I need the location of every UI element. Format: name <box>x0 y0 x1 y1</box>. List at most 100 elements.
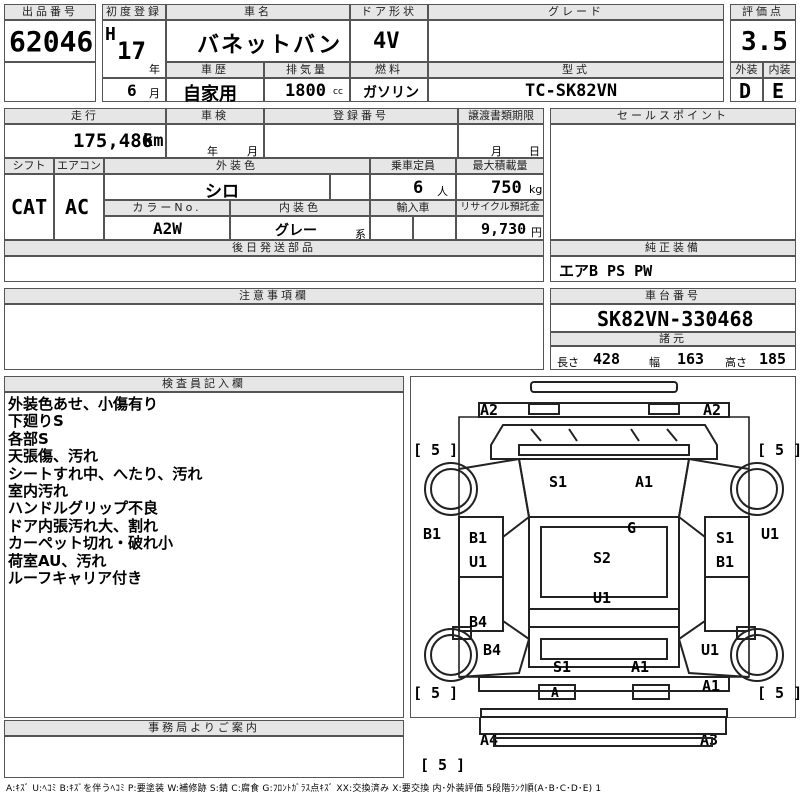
max-load-label: 最大積載量 <box>456 158 544 174</box>
mark-rl-door-2: B4 <box>483 641 502 659</box>
mark-rl-door-1: B4 <box>469 613 488 631</box>
inspector-box <box>4 392 404 718</box>
model-name-box: バネットバン <box>166 20 350 62</box>
mileage: 175,486 <box>73 130 154 152</box>
remark-line: シートすれ中、へたり、汚れ <box>8 464 203 483</box>
fuel: ガソリン <box>363 85 419 101</box>
specs-label: 諸元 <box>550 332 796 346</box>
plate-label: 登録番号 <box>264 108 458 124</box>
interior-color-box: グレー 系 <box>230 216 370 241</box>
mark-front-right: A2 <box>703 401 722 419</box>
mark-back-right: A1 <box>631 658 650 676</box>
interior-grade-box: E <box>763 78 796 103</box>
length-label: 長さ <box>557 356 579 369</box>
width: 163 <box>677 350 705 368</box>
mark-fl-door-1: B1 <box>469 529 488 547</box>
sales-point-box <box>550 124 796 240</box>
lot-no-label: 出品番号 <box>4 4 96 20</box>
door-type: 4V <box>373 29 400 54</box>
model-code: TC-SK82VN <box>525 81 618 101</box>
mark-fr-door-2: B1 <box>716 553 735 571</box>
lot-no: 62046 <box>9 25 94 58</box>
transfer-day-unit: 日 <box>529 145 540 158</box>
import-box-1 <box>370 216 413 240</box>
aircon: AC <box>65 195 90 219</box>
height-label: 高さ <box>725 356 747 369</box>
mark-fr-door-1: S1 <box>716 529 735 547</box>
transfer-box: 月 日 <box>458 124 544 158</box>
remark-line: ハンドルグリップ不良 <box>8 499 159 518</box>
remark-line: 外装色あせ、小傷有り <box>8 395 159 413</box>
capacity: 6 <box>413 178 424 198</box>
mark-hood-left: S1 <box>549 473 568 491</box>
equipment-label: 純正装備 <box>550 240 796 256</box>
interior-color: グレー <box>275 223 317 239</box>
transfer-label: 譲渡書類期限 <box>458 108 544 124</box>
first-reg-month: 6 <box>127 81 137 100</box>
month-unit: 月 <box>149 87 160 100</box>
first-reg-label: 初度登録 <box>102 4 166 20</box>
exterior-grade: D <box>739 79 752 103</box>
remark-line: ドア内張汚れ大、割れ <box>8 516 159 535</box>
interior-grade: E <box>772 79 785 103</box>
mileage-unit: km <box>143 131 164 151</box>
model-name: バネットバン <box>197 33 343 58</box>
year-unit: 年 <box>149 63 160 76</box>
exterior-label: 外装 <box>730 62 763 78</box>
sales-point-label: セールスポイント <box>550 108 796 124</box>
tire-fl-depth: [ 5 ] <box>413 441 459 459</box>
shift-label: シフト <box>4 158 54 174</box>
mark-roof-center: S2 <box>593 549 612 567</box>
grade-label: グレード <box>428 4 724 20</box>
history-box: 自家用 <box>166 78 264 105</box>
door-box: 4V <box>350 20 428 62</box>
mark-front-left: A2 <box>480 401 499 419</box>
inspector-label: 検査員記入欄 <box>4 376 404 392</box>
remark-line: 室内汚れ <box>8 482 69 501</box>
mark-back-left: S1 <box>553 658 572 676</box>
recycle-label: リサイクル預託金 <box>456 200 544 216</box>
remark-line: 天張傷、汚れ <box>8 447 99 466</box>
chassis-box: SK82VN-330468 <box>550 304 796 332</box>
aircon-label: エアコン <box>54 158 104 174</box>
plate-box <box>264 124 458 158</box>
capacity-label: 乗車定員 <box>370 158 456 174</box>
tire-rl-depth: [ 5 ] <box>413 684 459 702</box>
fuel-box: ガソリン <box>350 78 428 102</box>
notes-label: 注意事項欄 <box>4 288 544 304</box>
office-box <box>4 736 404 778</box>
inspection-month-unit: 月 <box>247 145 258 158</box>
equipment-box: エアB PS PW <box>550 256 796 282</box>
door-label: ドア形状 <box>350 4 428 20</box>
model-code-label: 型式 <box>428 62 724 78</box>
interior-label: 内装 <box>763 62 796 78</box>
mark-rear-right: A1 <box>702 677 721 695</box>
mark-rear-right-corner: A3 <box>700 731 719 749</box>
import-label: 輸入車 <box>370 200 456 216</box>
model-name-label: 車名 <box>166 4 350 20</box>
grade-box <box>428 20 724 62</box>
mark-rr-door: U1 <box>701 641 720 659</box>
color-no: A2W <box>153 219 182 238</box>
lot-no-box: 62046 <box>4 20 96 62</box>
displacement-label: 排気量 <box>264 62 350 78</box>
model-code-box: TC-SK82VN <box>428 78 724 102</box>
aircon-box: AC <box>54 174 104 240</box>
interior-color-suffix: 系 <box>355 228 366 241</box>
mileage-box: 175,486 km <box>4 124 166 158</box>
damage-diagram: A2 A2 [ 5 ] [ 5 ] S1 A1 B1 U1 B1 U1 G S2… <box>410 376 800 718</box>
first-reg-year: 17 <box>117 37 146 65</box>
displacement-box: 1800 cc <box>264 78 350 102</box>
interior-color-label: 内装色 <box>230 200 370 216</box>
first-reg-month-box: 6 月 <box>102 78 166 102</box>
color-label: 外装色 <box>104 158 370 174</box>
capacity-box: 6 人 <box>370 174 456 200</box>
color-extra-box <box>330 174 370 200</box>
chassis-label: 車台番号 <box>550 288 796 304</box>
chassis-number: SK82VN-330468 <box>597 307 754 331</box>
height: 185 <box>759 350 787 368</box>
equipment: エアB PS PW <box>559 262 653 280</box>
capacity-unit: 人 <box>437 185 448 198</box>
later-parts-box <box>4 256 544 282</box>
